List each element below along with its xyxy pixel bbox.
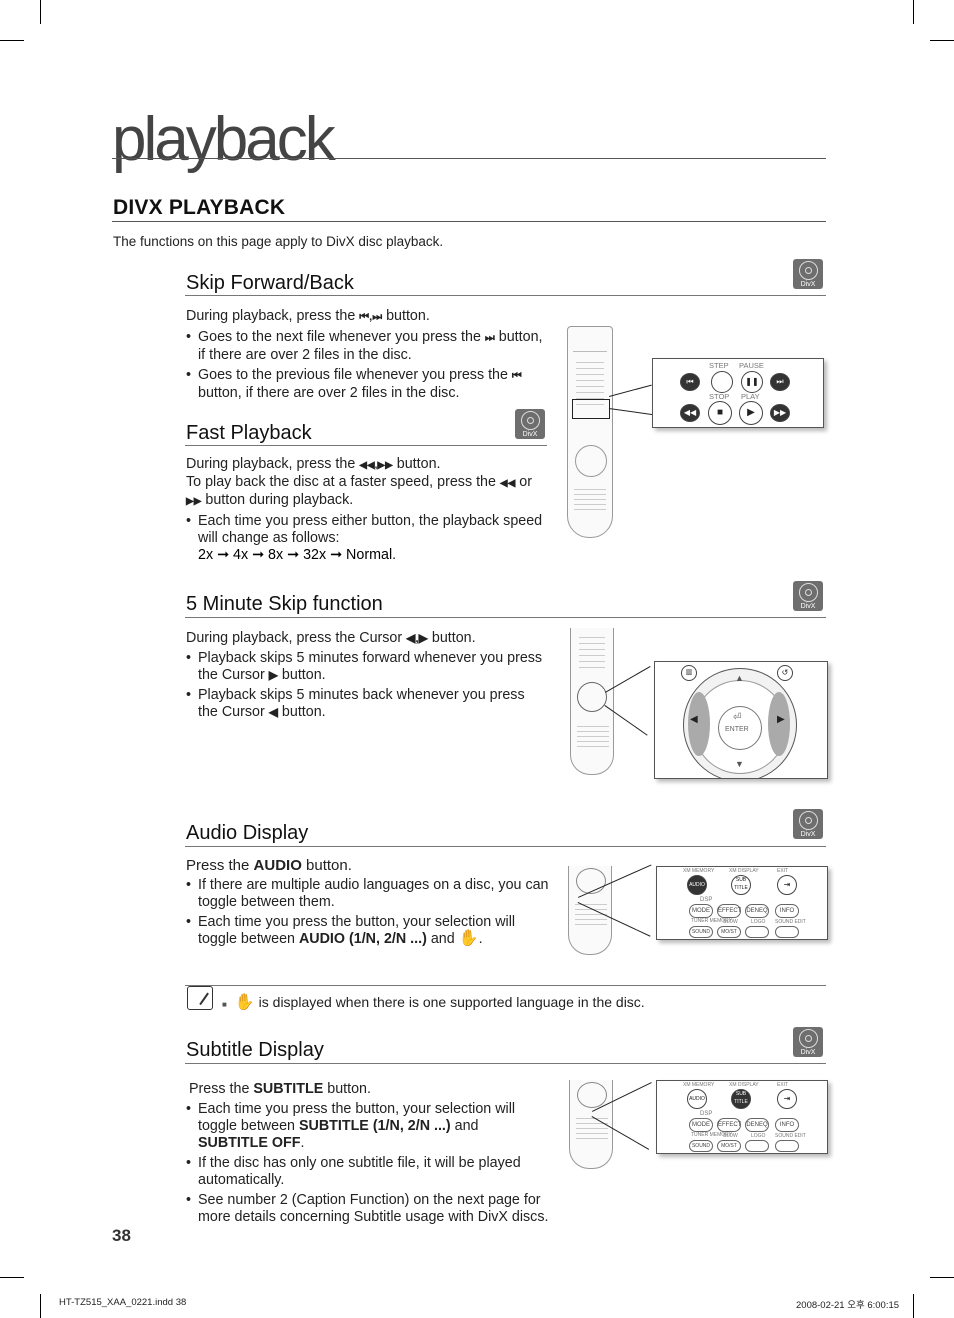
divx-icon: DivX xyxy=(793,259,823,289)
rewind-forward-icon: ◀◀,▶▶ xyxy=(359,460,393,471)
skip-prev-icon: ⏮ xyxy=(511,370,522,382)
title-rule xyxy=(112,158,826,159)
audio-button: AUDIO xyxy=(687,1089,707,1109)
list-item: Goes to the next file whenever you press… xyxy=(186,329,546,364)
subtitle-button: SUB TITLE xyxy=(731,1089,751,1109)
list-item: Each time you press either button, the p… xyxy=(186,513,546,564)
crop-mark xyxy=(40,1294,41,1318)
five-min-text: During playback, press the Cursor ◀,▶ bu… xyxy=(186,630,546,721)
section-intro: The functions on this page apply to DivX… xyxy=(113,234,444,249)
section-title: DIVX PLAYBACK xyxy=(113,196,286,219)
exit-icon: ⇥ xyxy=(777,1089,797,1109)
list-item: If the disc has only one subtitle file, … xyxy=(186,1155,552,1189)
cursor-left-right-icon: ◀,▶ xyxy=(406,631,428,645)
section-rule xyxy=(112,221,826,222)
list-item: See number 2 (Caption Function) on the n… xyxy=(186,1192,552,1226)
note-rule xyxy=(185,985,826,986)
remote-control-illustration xyxy=(567,326,613,538)
audio-text: Press the AUDIO button. If there are mul… xyxy=(186,857,552,948)
cursor-left-icon: ◀ xyxy=(690,714,698,725)
skip-buttons-zoom: STEP PAUSE STOP PLAY ⏮ ❚❚ ⏭ ◀◀ ■ ▶ ▶▶ xyxy=(652,358,824,428)
five-min-rule xyxy=(185,617,826,618)
stop-button: ■ xyxy=(708,401,732,425)
crop-mark xyxy=(0,1277,24,1278)
page-title: playback xyxy=(112,105,336,174)
step-button xyxy=(711,371,733,393)
footer-date: 2008-02-21 오후 6:00:15 xyxy=(796,1300,900,1311)
note-icon xyxy=(187,986,213,1010)
audio-title: Audio Display xyxy=(186,822,309,844)
return-icon: ↺ xyxy=(777,665,793,681)
fast-text: During playback, press the ◀◀,▶▶ button.… xyxy=(186,456,546,564)
menu-icon: ▥ xyxy=(681,665,697,681)
remote-control-illustration xyxy=(570,628,614,775)
play-button: ▶ xyxy=(739,401,763,425)
audio-rule xyxy=(185,846,826,847)
pause-button: ❚❚ xyxy=(741,371,763,393)
crop-mark xyxy=(913,0,914,24)
page-number: 38 xyxy=(112,1226,131,1245)
crop-mark xyxy=(913,1294,914,1318)
footer-file: HT-TZ515_XAA_0221.indd 38 xyxy=(59,1297,187,1308)
remote-control-illustration xyxy=(568,866,612,955)
hand-icon: ✋ xyxy=(234,994,255,1011)
subtitle-text: Press the SUBTITLE button. Each time you… xyxy=(186,1081,552,1226)
crop-mark xyxy=(930,1277,954,1278)
subtitle-button: SUB TITLE xyxy=(731,875,751,895)
cursor-up-icon: ▲ xyxy=(735,673,744,683)
list-item: Playback skips 5 minutes forward wheneve… xyxy=(186,650,546,684)
audio-buttons-zoom: XM MEMORY XM DISPLAY EXIT AUDIO SUB TITL… xyxy=(656,866,828,940)
skip-rule xyxy=(185,295,826,296)
note-text: ■✋ is displayed when there is one suppor… xyxy=(222,994,645,1011)
list-item: Goes to the previous file whenever you p… xyxy=(186,367,546,402)
skip-title: Skip Forward/Back xyxy=(186,272,354,294)
cursor-pad-zoom: ◀ ▶ ▲ ▼ ENTER ⏎ ▥ ↺ xyxy=(654,661,828,779)
skip-forward-button: ⏭ xyxy=(770,373,790,391)
cursor-down-icon: ▼ xyxy=(735,759,744,769)
crop-mark xyxy=(0,40,24,41)
five-min-title: 5 Minute Skip function xyxy=(186,593,383,615)
audio-button: AUDIO xyxy=(687,875,707,895)
enter-label: ENTER xyxy=(725,726,749,733)
callout-line xyxy=(609,384,652,397)
skip-prev-next-icon: ⏮,⏭ xyxy=(359,311,383,323)
cursor-right-icon: ▶ xyxy=(268,668,278,682)
skip-text: During playback, press the ⏮,⏭ button. G… xyxy=(186,308,546,402)
crop-mark xyxy=(40,0,41,24)
speed-sequence: 2x ➞ 4x ➞ 8x ➞ 32x ➞ Normal xyxy=(198,547,393,563)
exit-icon: ⇥ xyxy=(777,875,797,895)
cursor-left-icon: ◀ xyxy=(268,705,278,719)
cursor-right-icon: ▶ xyxy=(777,714,785,725)
fast-forward-icon: ▶▶ xyxy=(186,496,202,507)
crop-mark xyxy=(930,40,954,41)
subtitle-rule xyxy=(185,1063,826,1064)
list-item: If there are multiple audio languages on… xyxy=(186,877,552,911)
skip-next-icon: ⏭ xyxy=(484,332,495,344)
fast-title: Fast Playback xyxy=(186,422,312,444)
divx-icon: DivX xyxy=(515,409,545,439)
fast-rule xyxy=(185,445,547,446)
callout-line xyxy=(608,408,653,416)
fast-forward-button: ▶▶ xyxy=(770,404,790,422)
divx-icon: DivX xyxy=(793,581,823,611)
enter-icon: ⏎ xyxy=(733,712,742,723)
list-item: Playback skips 5 minutes back whenever y… xyxy=(186,687,546,721)
divx-icon: DivX xyxy=(793,809,823,839)
hand-icon: ✋ xyxy=(458,930,479,947)
skip-back-button: ⏮ xyxy=(680,373,700,391)
rewind-button: ◀◀ xyxy=(680,404,700,422)
divx-icon: DivX xyxy=(793,1027,823,1057)
rewind-icon: ◀◀ xyxy=(499,478,516,489)
subtitle-buttons-zoom: XM MEMORY XM DISPLAY EXIT AUDIO SUB TITL… xyxy=(656,1080,828,1154)
list-item: Each time you press the button, your sel… xyxy=(186,1101,552,1152)
list-item: Each time you press the button, your sel… xyxy=(186,914,552,948)
subtitle-title: Subtitle Display xyxy=(186,1039,324,1061)
